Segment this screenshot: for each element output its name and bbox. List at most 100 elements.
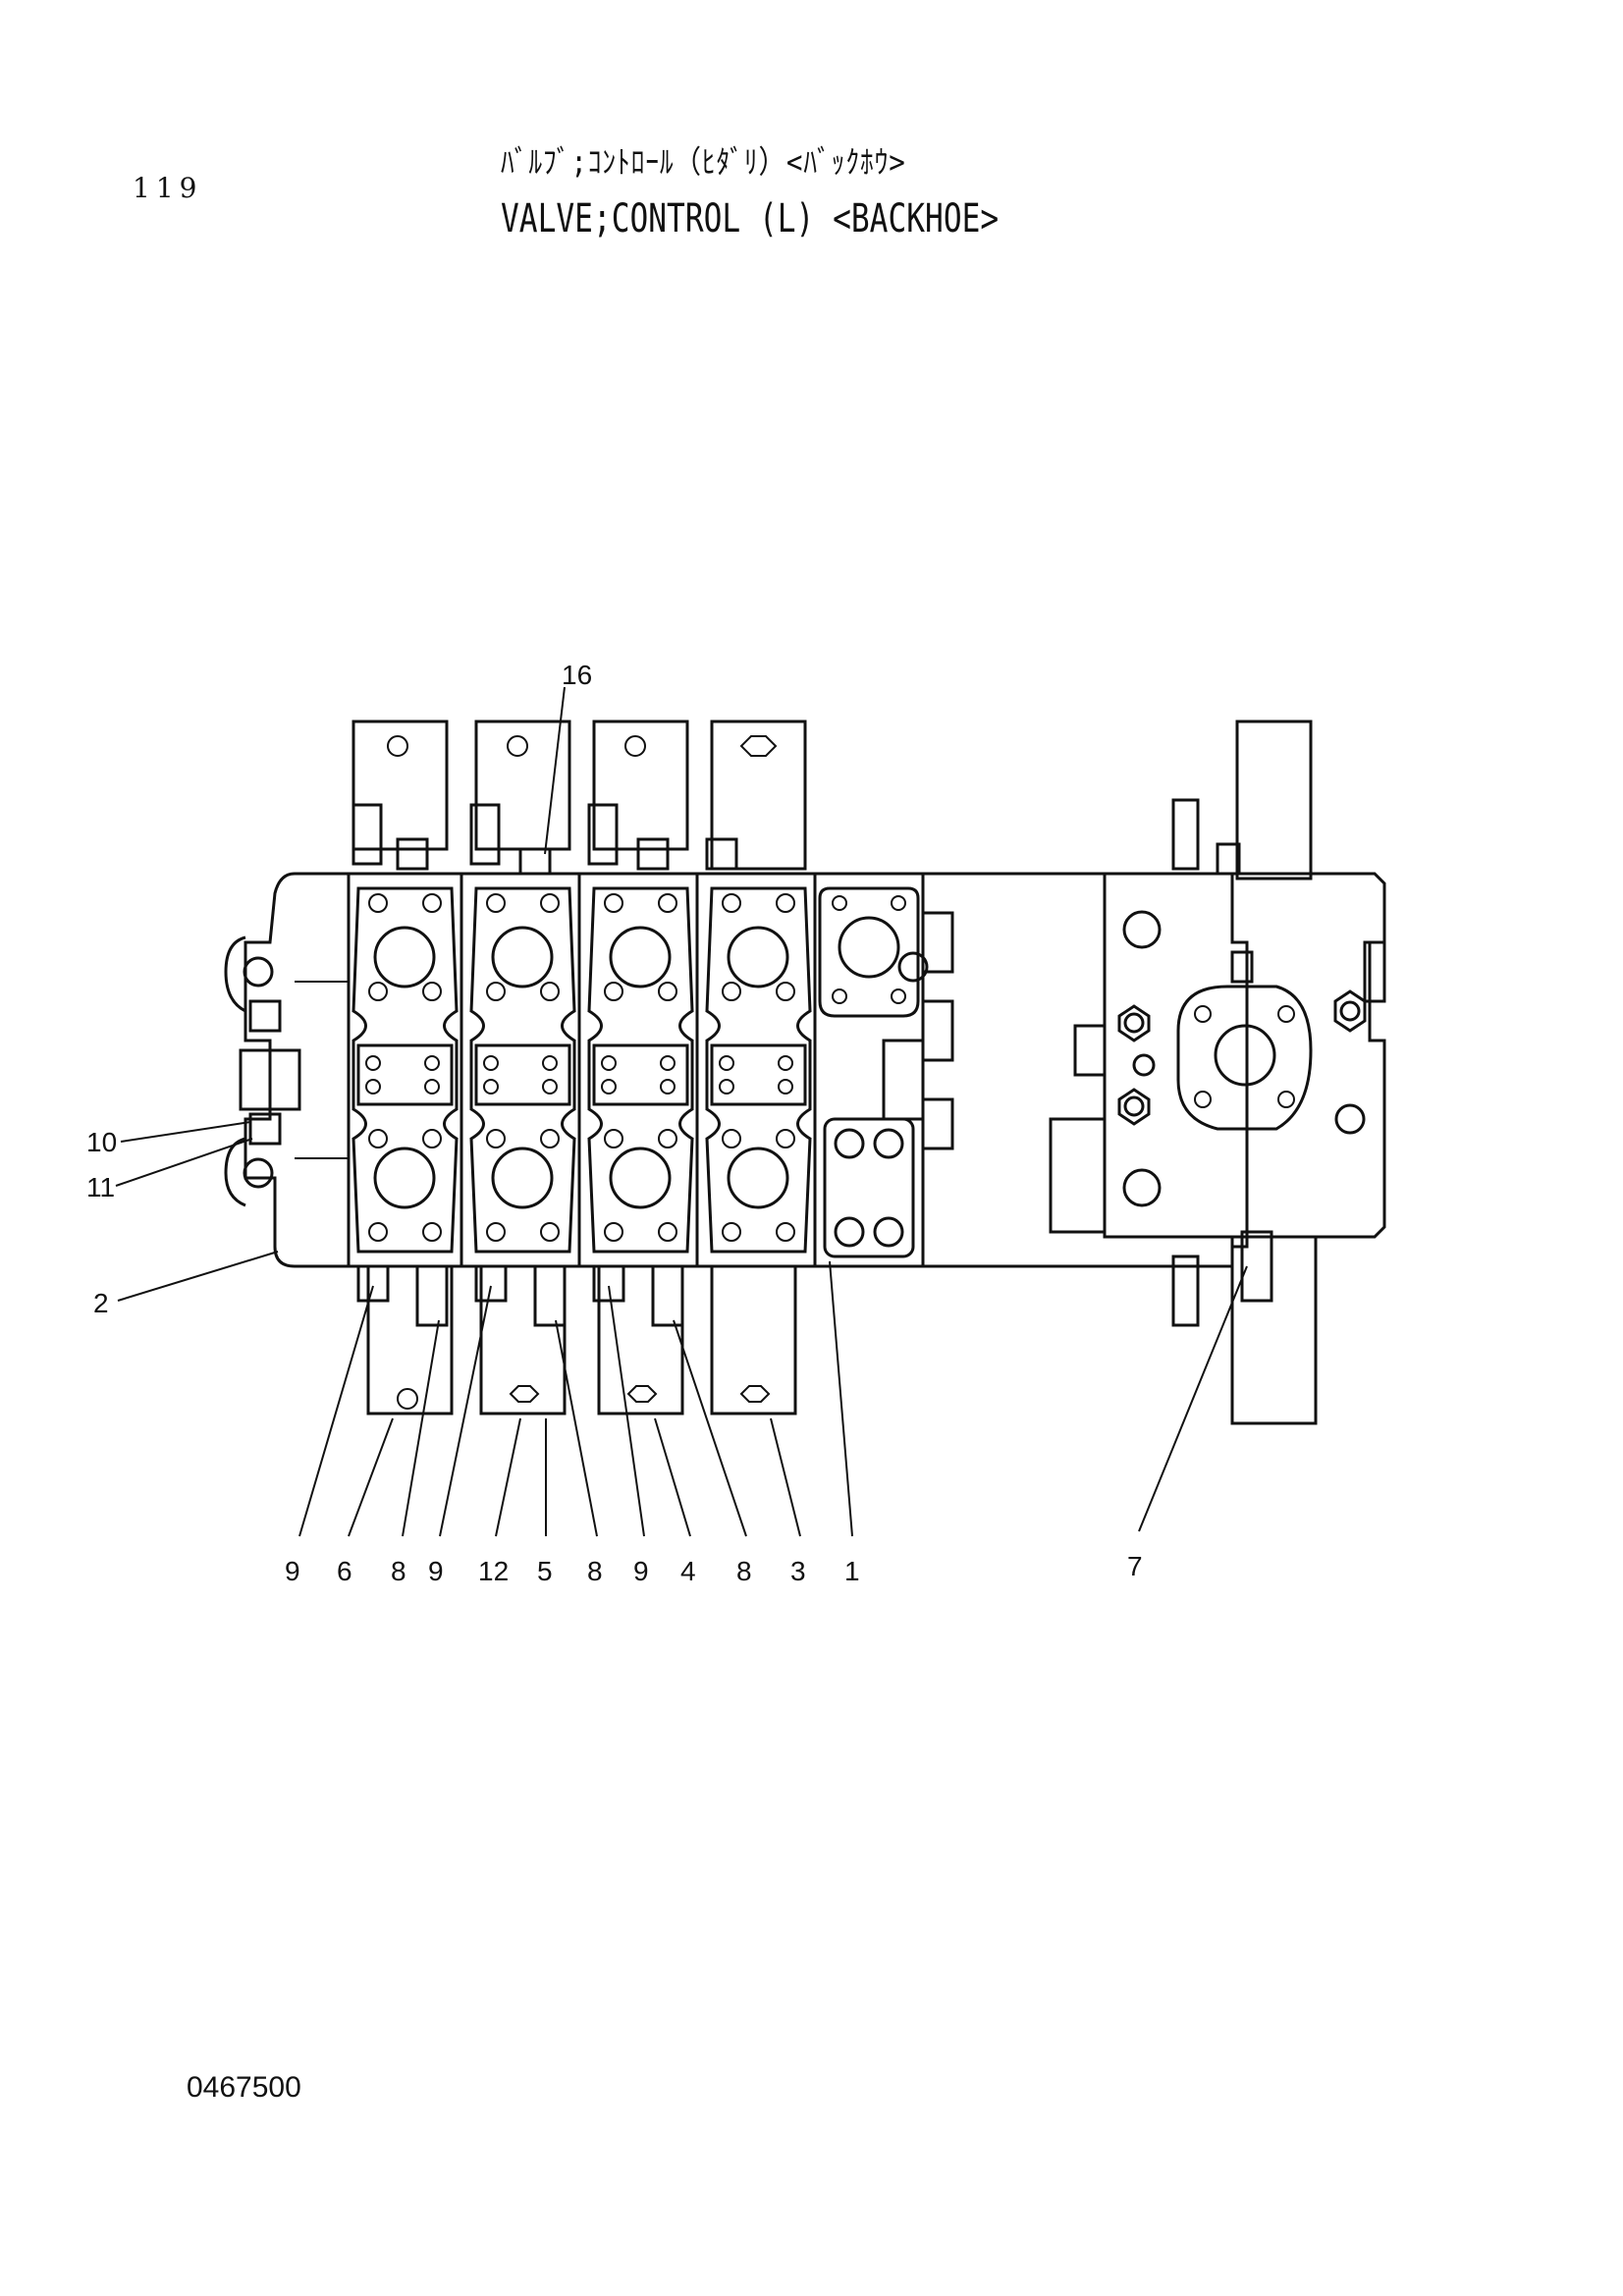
- leader-16: [544, 686, 566, 855]
- callout-6: 6: [337, 1556, 352, 1586]
- leader-b6: [348, 1417, 394, 1537]
- left-block: [1049, 1117, 1107, 1234]
- leader-b12: [495, 1417, 521, 1537]
- callout-1: 1: [844, 1556, 860, 1586]
- side-plug: [897, 951, 929, 983]
- flange-plate: [705, 886, 812, 1254]
- callout-7: 7: [1127, 1551, 1143, 1581]
- bottom-cap-2: [479, 1264, 567, 1415]
- port-opening: [609, 926, 672, 988]
- flange-plate: [469, 886, 576, 1254]
- leader-b4: [654, 1417, 691, 1537]
- port-opening: [727, 1147, 789, 1209]
- left-fitting: [1073, 1024, 1107, 1077]
- hex-plug: [1333, 989, 1367, 1033]
- fitting: [592, 1264, 625, 1303]
- page-number: 119: [133, 172, 203, 204]
- title-japanese: ﾊﾞﾙﾌﾞ;ｺﾝﾄﾛｰﾙ（ﾋﾀﾞﾘ）<ﾊﾞｯｸﾎｳ>: [501, 143, 906, 181]
- small-plug: [1132, 1053, 1156, 1077]
- flange-plate: [352, 886, 459, 1254]
- callout-9: 9: [428, 1556, 444, 1586]
- side-fitting: [1171, 1255, 1200, 1327]
- drawing-code: 0467500: [187, 2071, 301, 2104]
- hex-plug: [1117, 1004, 1151, 1042]
- side-fitting: [921, 999, 954, 1062]
- leader-b8b: [555, 1319, 598, 1537]
- side-boss: [882, 1039, 925, 1121]
- spool-cap: [592, 1043, 689, 1106]
- fitting: [356, 1264, 390, 1303]
- side-fitting: [921, 911, 954, 974]
- leader-11: [115, 1138, 253, 1187]
- fitting: [705, 837, 738, 871]
- leader-b1: [829, 1260, 853, 1537]
- port-opening: [727, 926, 789, 988]
- slot: [1230, 950, 1254, 984]
- top-cap-2: [474, 720, 571, 851]
- leader-2: [117, 1251, 279, 1302]
- top-caps: [352, 720, 807, 876]
- callout-11: 11: [86, 1172, 115, 1202]
- callout-3: 3: [790, 1556, 806, 1586]
- leader-b3: [770, 1417, 801, 1537]
- port-opening: [491, 1147, 554, 1209]
- spool-section-2: [469, 886, 576, 1254]
- spool-section-4: [705, 886, 812, 1254]
- callout-labels: 16 10 11 2 9 6 8 9 12 5 8 9 4 8 3 1 7: [86, 660, 1143, 1586]
- mount-hole: [1122, 1168, 1162, 1207]
- callout-9: 9: [285, 1556, 300, 1586]
- fitting: [474, 1264, 508, 1303]
- left-ear-top: [224, 935, 246, 1013]
- spool-cap: [356, 1043, 454, 1106]
- left-ear-bottom: [224, 1137, 246, 1207]
- top-cap-1: [352, 720, 449, 851]
- leader-b9c: [608, 1285, 645, 1537]
- spool-cap: [474, 1043, 571, 1106]
- left-port-block: [239, 1048, 301, 1111]
- port-opening: [373, 1147, 436, 1209]
- cover-plate: [823, 1117, 915, 1258]
- fitting: [533, 1264, 567, 1327]
- callout-8: 8: [736, 1556, 752, 1586]
- front-view: [224, 720, 1249, 1415]
- bottom-caps: [356, 1264, 797, 1415]
- side-fitting: [921, 1097, 954, 1150]
- leader-b7: [1138, 1265, 1248, 1532]
- hex-plug: [1117, 1088, 1151, 1126]
- leader-b8a: [402, 1319, 440, 1537]
- side-plug: [1334, 1103, 1366, 1135]
- callout-2: 2: [93, 1288, 109, 1318]
- inlet-section: [818, 886, 954, 1258]
- leader-b8c: [673, 1319, 747, 1537]
- inlet-flange: [818, 886, 920, 1018]
- callout-8: 8: [587, 1556, 603, 1586]
- fitting: [518, 847, 552, 876]
- flange-plate: [587, 886, 694, 1254]
- right-fitting: [1363, 940, 1386, 1003]
- top-cap-4: [710, 720, 807, 871]
- side-bottom-cap: [1230, 1235, 1318, 1425]
- callout-16: 16: [562, 660, 592, 690]
- side-view: [1049, 720, 1386, 1425]
- spool-section-1: [352, 886, 459, 1254]
- side-fitting: [1216, 842, 1241, 876]
- callout-12: 12: [478, 1556, 509, 1586]
- leader-lines: [115, 686, 1248, 1537]
- title-english: VALVE;CONTROL (L) <BACKHOE>: [501, 196, 1000, 241]
- left-plug-top: [248, 999, 282, 1033]
- bottom-cap-1: [366, 1264, 454, 1415]
- mount-hole: [1122, 910, 1162, 949]
- leader-10: [120, 1121, 251, 1143]
- side-port: [1214, 1024, 1276, 1087]
- callout-10: 10: [86, 1127, 117, 1157]
- leader-b9b: [439, 1285, 492, 1537]
- side-flange: [1176, 985, 1313, 1131]
- fitting: [469, 803, 501, 866]
- callout-8: 8: [391, 1556, 406, 1586]
- side-fitting: [1240, 1230, 1273, 1303]
- top-cap-3: [592, 720, 689, 851]
- side-fitting: [1171, 798, 1200, 871]
- port-opening: [609, 1147, 672, 1209]
- fitting: [415, 1264, 449, 1327]
